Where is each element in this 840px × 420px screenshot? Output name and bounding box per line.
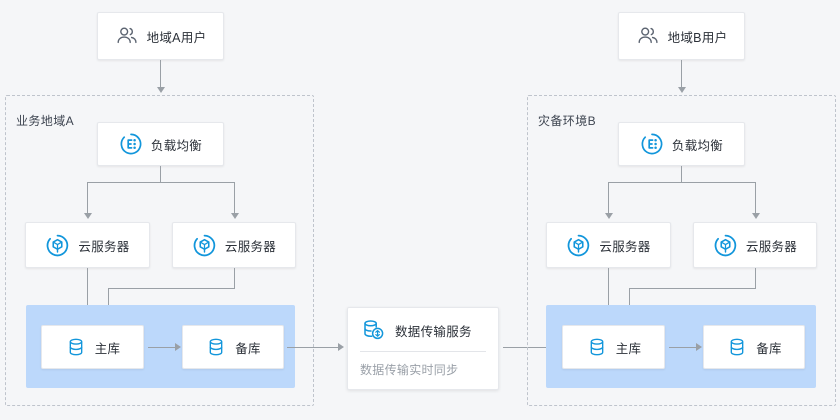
region-box-dr-b	[527, 95, 836, 406]
region-label-business-a: 业务地域A	[16, 114, 75, 128]
cloud-server-icon	[566, 233, 591, 258]
connector-ecs-b1-to-db	[608, 268, 609, 306]
database-card-b-standby: 备库	[703, 325, 805, 369]
connector-dts-to-db-b	[503, 347, 555, 348]
cloud-server-card-a2: 云服务器	[172, 222, 296, 268]
connector-slb-a-branch-right	[234, 182, 235, 214]
load-balancer-label: 负载均衡	[150, 138, 203, 153]
arrowhead-slb-b-left	[604, 213, 613, 219]
connector-ecs-a1-to-db	[87, 268, 88, 306]
database-label: 主库	[94, 341, 121, 356]
arrowhead-slb-a-right	[230, 213, 239, 219]
database-card-a-standby: 备库	[182, 325, 284, 369]
user-box-label: 地域A用户	[146, 30, 207, 45]
users-icon	[115, 24, 139, 48]
cloud-server-icon	[45, 233, 70, 258]
user-box-region-b: 地域B用户	[618, 12, 745, 60]
connector-ecs-b2-drop	[755, 268, 756, 288]
database-card-a-primary: 主库	[41, 325, 144, 369]
connector-db-a-primary-to-standby	[148, 347, 176, 348]
load-balancer-icon	[119, 132, 143, 156]
load-balancer-card-b: 负载均衡	[618, 122, 745, 166]
cloud-server-label: 云服务器	[599, 239, 651, 254]
connector-ecs-a2-elbow	[108, 288, 235, 289]
database-label: 备库	[235, 341, 261, 356]
users-icon	[636, 24, 660, 48]
connector-user-b-to-region	[681, 60, 682, 88]
arrowhead-user-b	[677, 87, 686, 93]
connector-ecs-b2-to-db	[629, 288, 630, 306]
connector-ecs-a2-drop	[234, 268, 235, 288]
arrowhead-dts-in	[338, 343, 344, 351]
connector-slb-a-bar	[87, 182, 234, 183]
load-balancer-card-a: 负载均衡	[97, 122, 224, 166]
connector-ecs-a2-to-db	[108, 288, 109, 306]
dts-sync-icon	[360, 317, 386, 343]
arrowhead-slb-b-right	[751, 213, 760, 219]
connector-db-a-to-dts	[287, 347, 339, 348]
arrowhead-slb-a-left	[83, 213, 92, 219]
load-balancer-label: 负载均衡	[671, 138, 724, 153]
connector-slb-b-bar	[608, 182, 755, 183]
connector-slb-b-branch-left	[608, 182, 609, 214]
region-box-business-a	[5, 95, 314, 406]
database-icon	[586, 336, 608, 358]
connector-db-b-primary-to-standby	[669, 347, 697, 348]
database-icon	[65, 336, 87, 358]
dts-subtitle: 数据传输实时同步	[360, 363, 459, 377]
database-card-b-primary: 主库	[562, 325, 665, 369]
connector-slb-a-stem	[160, 166, 161, 182]
connector-slb-b-branch-right	[755, 182, 756, 214]
cloud-server-icon	[713, 233, 738, 258]
cloud-server-card-a1: 云服务器	[25, 222, 150, 268]
cloud-server-label: 云服务器	[745, 239, 798, 254]
connector-user-a-to-region	[160, 60, 161, 88]
region-label-dr-b: 灾备环境B	[538, 114, 597, 128]
cloud-server-label: 云服务器	[224, 239, 277, 254]
database-icon	[726, 336, 748, 358]
dts-header: 数据传输服务	[360, 317, 486, 351]
dts-divider	[360, 351, 486, 352]
cloud-server-label: 云服务器	[78, 239, 130, 254]
arrowhead-user-a	[156, 87, 165, 93]
connector-slb-b-stem	[681, 166, 682, 182]
cloud-server-icon	[192, 233, 217, 258]
user-box-label: 地域B用户	[667, 30, 728, 45]
database-label: 主库	[615, 341, 642, 356]
dts-title: 数据传输服务	[395, 324, 472, 339]
user-box-region-a: 地域A用户	[97, 12, 224, 60]
connector-ecs-b2-elbow	[629, 288, 756, 289]
connector-slb-a-branch-left	[87, 182, 88, 214]
cloud-server-card-b1: 云服务器	[546, 222, 671, 268]
load-balancer-icon	[640, 132, 664, 156]
dts-card: 数据传输服务 数据传输实时同步	[347, 307, 499, 390]
database-label: 备库	[756, 341, 782, 356]
cloud-server-card-b2: 云服务器	[693, 222, 817, 268]
arrowhead-db-a-standby	[175, 343, 181, 351]
database-icon	[205, 336, 227, 358]
arrowhead-db-b-standby	[696, 343, 702, 351]
